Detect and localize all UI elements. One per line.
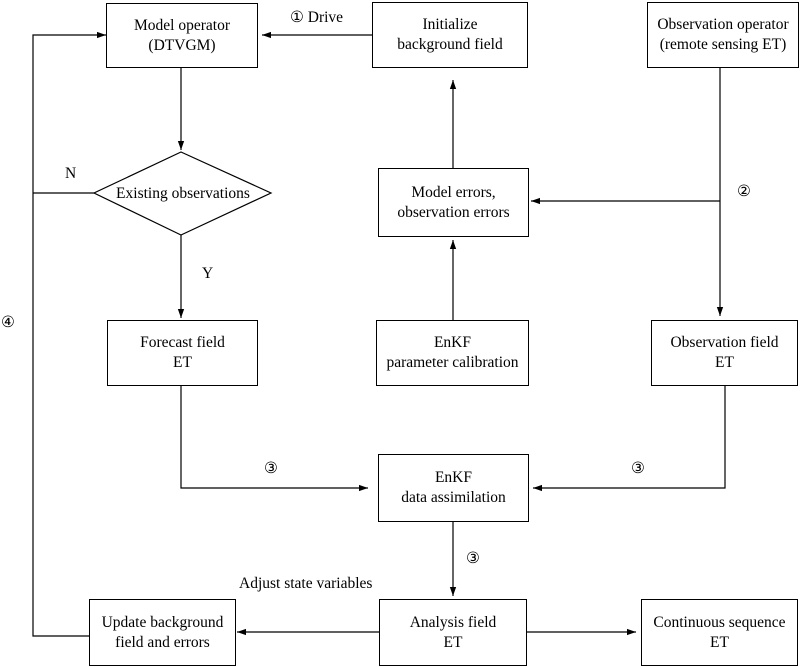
enkf-assimilation-line1: EnKF [434, 469, 473, 486]
forecast-field-line2: ET [173, 354, 192, 371]
forecast-field-box: Forecast field ET [107, 320, 258, 386]
step3-down-label: ③ [466, 550, 480, 567]
observation-operator-box: Observation operator (remote sensing ET) [647, 2, 799, 68]
continuous-sequence-line1: Continuous sequence [653, 613, 786, 631]
no-label: N [65, 165, 77, 182]
model-operator-line2: (DTVGM) [148, 36, 216, 54]
step3-left-label: ③ [264, 460, 278, 477]
observation-field-box: Observation field ET [651, 320, 798, 386]
yes-label: Y [202, 265, 214, 282]
step2-label: ② [737, 183, 751, 200]
update-background-line1: Update background [101, 613, 224, 631]
decision-label: Existing observations [116, 185, 250, 202]
arrow-obsfield-to-assim [533, 386, 726, 492]
initialize-line2: background field [397, 36, 503, 53]
arrow-forecast-to-assim [180, 386, 368, 492]
adjust-label: Adjust state variables [239, 575, 373, 592]
model-errors-box: Model errors, observation errors [378, 168, 529, 237]
arrow-loop-back [32, 31, 106, 637]
drive-label: ① Drive [290, 9, 344, 26]
initialize-box: Initialize background field [372, 2, 528, 68]
enkf-calibration-line2: parameter calibration [386, 354, 519, 371]
update-background-line2: field and errors [115, 633, 210, 651]
observation-field-line1: Observation field [670, 334, 779, 351]
forecast-field-line1: Forecast field [140, 334, 225, 351]
analysis-field-line2: ET [443, 633, 463, 651]
analysis-field-box: Analysis field ET [379, 599, 527, 666]
model-operator-line1: Model operator [134, 16, 230, 34]
step3-right-label: ③ [631, 460, 645, 477]
continuous-sequence-box: Continuous sequence ET [641, 599, 798, 666]
model-errors-line2: observation errors [397, 203, 510, 221]
enkf-assimilation-box: EnKF data assimilation [378, 454, 529, 522]
observation-field-line2: ET [715, 354, 734, 371]
enkf-calibration-line1: EnKF [433, 334, 472, 351]
model-operator-box: Model operator (DTVGM) [106, 3, 258, 68]
analysis-field-line1: Analysis field [409, 613, 497, 631]
step4-label: ④ [1, 314, 15, 331]
update-background-box: Update background field and errors [89, 599, 236, 666]
initialize-line1: Initialize [422, 16, 478, 33]
enkf-assimilation-line2: data assimilation [401, 489, 506, 506]
enkf-calibration-box: EnKF parameter calibration [376, 320, 529, 386]
model-errors-line1: Model errors, [411, 183, 496, 201]
observation-operator-line2: (remote sensing ET) [659, 36, 787, 53]
observation-operator-line1: Observation operator [657, 16, 789, 33]
continuous-sequence-line2: ET [710, 633, 729, 651]
